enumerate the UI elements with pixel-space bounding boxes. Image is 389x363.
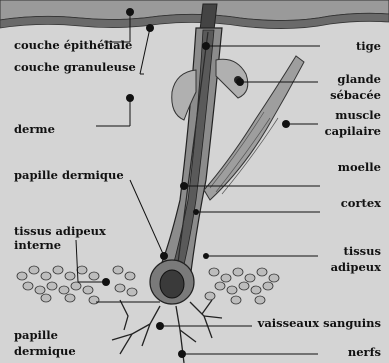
label-tissus-adipeux-interne-line1: tissus adipeux xyxy=(14,224,106,238)
label-tissus-adipeux-interne-line2: interne xyxy=(14,238,61,252)
label-glande-line2: sébacée xyxy=(330,88,381,102)
label-muscle-line1: muscle xyxy=(335,108,381,122)
label-muscle-line2: capilaire xyxy=(325,124,381,138)
sebaceous-gland-right xyxy=(216,59,248,98)
label-tissus-adipeux-line2: adipeux xyxy=(331,260,381,274)
label-tige: tige xyxy=(356,39,381,53)
label-derme: derme xyxy=(14,122,55,136)
label-papille-dermique-bottom-line2: dermique xyxy=(14,344,76,358)
label-nerfs: nerfs xyxy=(348,345,381,359)
label-papille-dermique: papille dermique xyxy=(14,168,124,182)
label-glande-line1: glande xyxy=(337,72,381,86)
label-papille-dermique-bottom-line1: papille xyxy=(14,328,58,342)
adipose-cells-right xyxy=(205,268,279,304)
label-couche-epitheliale: couche épithéliale xyxy=(14,38,132,52)
hair-shaft xyxy=(200,4,217,30)
label-moelle: moelle xyxy=(338,160,381,174)
label-vaisseaux-sanguins: vaisseaux sanguins xyxy=(258,316,381,330)
dermal-papilla-shape xyxy=(160,270,184,298)
label-cortex: cortex xyxy=(341,196,381,210)
label-couche-granuleuse: couche granuleuse xyxy=(14,60,136,74)
adipose-cells-left xyxy=(17,266,137,304)
label-tissus-adipeux-line1: tissus xyxy=(344,244,381,258)
